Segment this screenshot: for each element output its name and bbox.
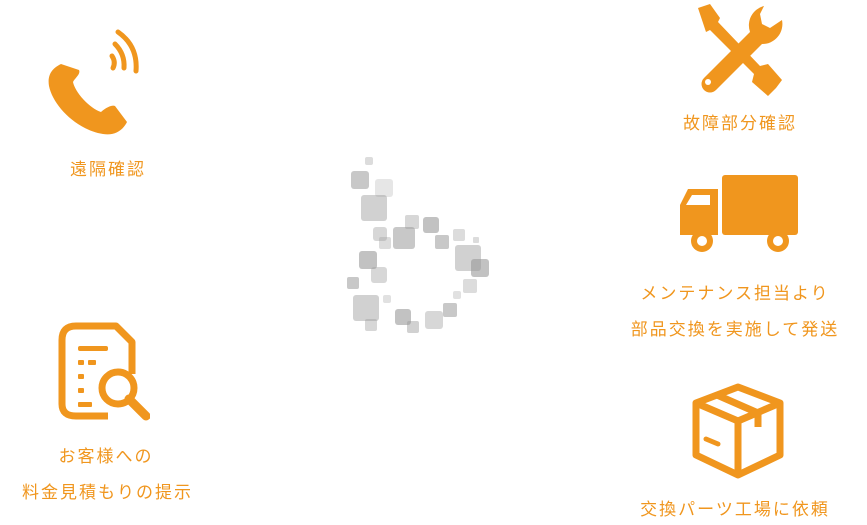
logo-icon xyxy=(347,157,489,333)
shipping-label-line1: メンテナンス担当より xyxy=(640,284,830,304)
box-icon xyxy=(692,383,784,479)
shipping-label-line2: 部品交換を実施して発送 xyxy=(630,320,840,340)
factory-request-label: 交換パーツ工場に依頼 xyxy=(640,500,830,520)
document-search-icon xyxy=(58,322,150,421)
remote-check-label: 遠隔確認 xyxy=(70,160,146,180)
truck-icon xyxy=(680,175,798,252)
fault-check-label: 故障部分確認 xyxy=(683,114,797,134)
phone-icon xyxy=(48,29,139,135)
tools-icon xyxy=(698,4,783,96)
quote-label-line2: 料金見積もりの提示 xyxy=(22,483,193,503)
quote-label-line1: お客様への xyxy=(58,447,154,467)
